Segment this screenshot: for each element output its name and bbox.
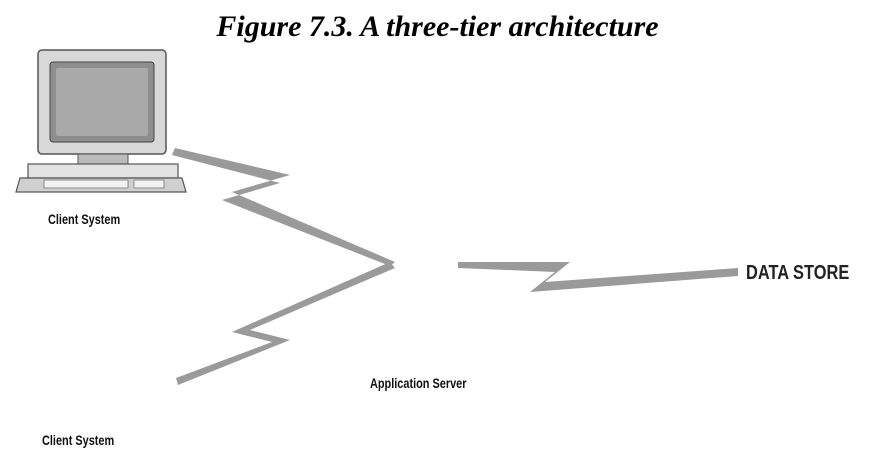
datastore-label: DATA STORE: [746, 262, 850, 284]
client-bottom-label: Client System: [42, 432, 115, 448]
server-label: Application Server: [370, 375, 467, 391]
client-top-label: Client System: [48, 211, 121, 227]
connection-links: [172, 148, 738, 385]
link-client-bottom-server: [176, 262, 395, 385]
link-client-top-server: [172, 148, 395, 266]
link-server-datastore: [458, 262, 738, 292]
client-top-computer: [15, 49, 187, 193]
desktop-monitor-icon: [15, 49, 187, 193]
figure-title: Figure 7.3. A three-tier architecture: [216, 10, 659, 43]
